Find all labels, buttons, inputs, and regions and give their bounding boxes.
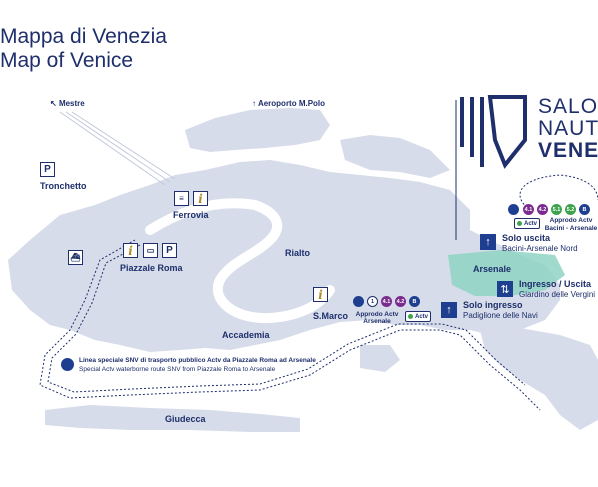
label-giudecca: Giudecca — [165, 414, 206, 424]
salone-logo — [460, 95, 527, 169]
parking-icon-tronchetto: P — [40, 162, 55, 177]
line-badge-bacini-b: B — [579, 204, 590, 215]
direction-mestre: ↖ Mestre — [50, 99, 85, 108]
special-line-en: Special Actv waterborne route SNV from P… — [79, 366, 276, 373]
venice-land — [8, 160, 560, 352]
info-icon-piazzale-roma: i — [123, 243, 138, 258]
brand-line2: NAUTIC — [538, 117, 598, 140]
label-piazzale-roma: Piazzale Roma — [120, 263, 183, 273]
brand-line3: VENEZ — [538, 139, 598, 162]
railway-lines — [59, 111, 176, 186]
map-title-en: Map of Venice — [0, 49, 134, 72]
line-badge-bacini-4-2: 4.2 — [537, 204, 548, 215]
special-line-pin-icon — [61, 358, 74, 371]
gate-solo-uscita: Solo uscita — [502, 233, 551, 243]
gate-solo-uscita-sub: Bacini-Arsenale Nord — [502, 244, 578, 253]
gate-solo-ingresso: Solo ingresso — [463, 300, 523, 310]
east-land — [480, 328, 598, 430]
ferry-icon: ⛴ — [68, 250, 83, 265]
label-ferrovia: Ferrovia — [173, 210, 209, 220]
north-ne — [340, 135, 450, 178]
grand-canal — [145, 198, 335, 324]
map-title-it: Mappa di Venezia — [0, 25, 167, 48]
actv-badge-arsenale: Actv — [405, 311, 431, 322]
info-icon-ferrovia: i — [193, 191, 208, 206]
label-tronchetto: Tronchetto — [40, 181, 87, 191]
cannaregio-north — [185, 108, 330, 152]
entry-exit-arrow-icon: ⇅ — [497, 281, 513, 297]
label-s-marco: S.Marco — [313, 311, 349, 321]
giudecca-land — [45, 405, 300, 432]
label-approdo-arsenale: Approdo Actv Arsenale — [355, 311, 399, 325]
direction-airport: ↑ Aeroporto M.Polo — [252, 99, 326, 108]
label-rialto: Rialto — [285, 248, 311, 258]
line-badge-bacini-5-1: 5.1 — [551, 204, 562, 215]
route-bacini — [519, 174, 598, 211]
gate-ingresso-uscita-sub: Giardino delle Vergini — [519, 290, 596, 299]
arrow-nw-icon: ↖ — [50, 99, 57, 108]
line-badge-b: B — [409, 296, 420, 307]
label-approdo-bacini: Approdo Actv Bacini - Arsenale — [544, 217, 598, 232]
stop-pin-icon-arsenale — [353, 296, 364, 307]
line-badge-bacini-5-2: 5.2 — [565, 204, 576, 215]
train-icon: ≡ — [174, 191, 189, 206]
bus-icon: ▭ — [143, 243, 158, 258]
gate-ingresso-uscita: Ingresso / Uscita — [519, 279, 592, 289]
line-badge-bacini-4-1: 4.1 — [523, 204, 534, 215]
san-giorgio — [360, 345, 400, 372]
gate-solo-ingresso-sub: Padiglione delle Navi — [463, 311, 538, 320]
exit-arrow-icon: ↑ — [480, 234, 496, 250]
line-badge-4-1: 4.1 — [381, 296, 392, 307]
label-accademia: Accademia — [222, 330, 270, 340]
line-badge-1: 1 — [367, 296, 378, 307]
parking-icon-piazzale-roma: P — [162, 243, 177, 258]
actv-badge-bacini: Actv — [514, 218, 540, 229]
info-icon-s-marco: i — [313, 287, 328, 302]
entry-arrow-icon: ↑ — [441, 302, 457, 318]
special-line-it: Linea speciale SNV di trasporto pubblico… — [79, 357, 316, 364]
arsenale-area — [448, 250, 565, 296]
line-badge-4-2: 4.2 — [395, 296, 406, 307]
arrow-up-icon: ↑ — [252, 99, 256, 108]
snv-route-2 — [47, 244, 526, 393]
label-arsenale: Arsenale — [473, 264, 512, 274]
stop-pin-icon-bacini — [508, 204, 519, 215]
